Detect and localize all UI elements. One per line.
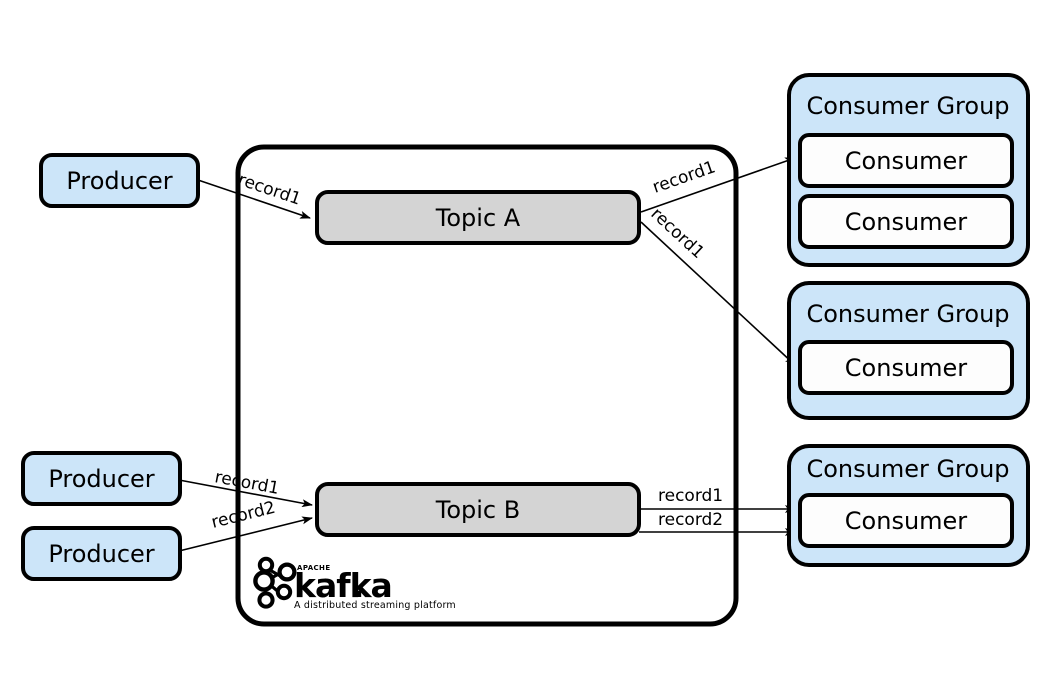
edge-producer-top-to-topic-a: record1 — [197, 170, 311, 219]
edge-label-record1-group1: record1 — [650, 157, 718, 197]
consumer-2-1[interactable]: Consumer — [798, 340, 1014, 395]
edge-label-record1-group3: record1 — [658, 486, 723, 506]
edge-producer-bottom-to-topic-b: record2 — [178, 498, 313, 552]
topic-b-label: Topic B — [435, 496, 520, 524]
consumer-group-3-label: Consumer Group — [806, 455, 1009, 483]
edge-producer-mid-to-topic-b: record1 — [178, 467, 313, 508]
consumer-group-1[interactable]: Consumer Group Consumer Consumer — [787, 73, 1030, 267]
consumer-1-2[interactable]: Consumer — [798, 194, 1014, 249]
producer-top[interactable]: Producer — [39, 153, 200, 208]
edge-topic-b-to-group-3-b: record2 — [639, 510, 796, 536]
consumer-group-3[interactable]: Consumer Group Consumer — [787, 444, 1030, 567]
consumer-2-1-label: Consumer — [845, 354, 968, 382]
consumer-1-1-label: Consumer — [845, 147, 968, 175]
topic-b[interactable]: Topic B — [315, 482, 641, 537]
producer-mid[interactable]: Producer — [21, 451, 182, 506]
consumer-group-1-label: Consumer Group — [806, 92, 1009, 120]
consumer-3-1-label: Consumer — [845, 507, 968, 535]
kafka-logo-mark — [253, 556, 297, 609]
consumer-3-1[interactable]: Consumer — [798, 493, 1014, 548]
edge-label-record1-producer-mid: record1 — [213, 467, 281, 499]
kafka-cluster-boundary — [235, 144, 739, 627]
consumer-1-2-label: Consumer — [845, 208, 968, 236]
topic-a[interactable]: Topic A — [315, 190, 641, 245]
kafka-logo: APACHE kafka . A distributed streaming p… — [253, 556, 456, 611]
producer-top-label: Producer — [66, 167, 172, 195]
edge-label-record2-producer-bottom: record2 — [209, 498, 277, 533]
edge-topic-b-to-group-3-a: record1 — [639, 486, 796, 513]
edge-label-record2-group3: record2 — [658, 510, 723, 530]
kafka-logo-tagline: A distributed streaming platform — [294, 600, 456, 611]
kafka-logo-apache: APACHE — [297, 564, 331, 572]
edge-topic-a-to-group-1: record1 — [640, 157, 796, 213]
producer-bottom-label: Producer — [48, 540, 154, 568]
kafka-logo-wordmark: kafka — [294, 566, 392, 605]
kafka-logo-period: . — [352, 566, 364, 605]
edge-topic-a-to-group-2: record1 — [640, 204, 796, 366]
producer-bottom[interactable]: Producer — [21, 526, 182, 581]
topic-a-label: Topic A — [435, 204, 521, 232]
producer-mid-label: Producer — [48, 465, 154, 493]
consumer-group-2-label: Consumer Group — [806, 300, 1009, 328]
consumer-group-2[interactable]: Consumer Group Consumer — [787, 281, 1030, 420]
edge-label-record1-group2: record1 — [647, 204, 708, 263]
consumer-1-1[interactable]: Consumer — [798, 133, 1014, 188]
